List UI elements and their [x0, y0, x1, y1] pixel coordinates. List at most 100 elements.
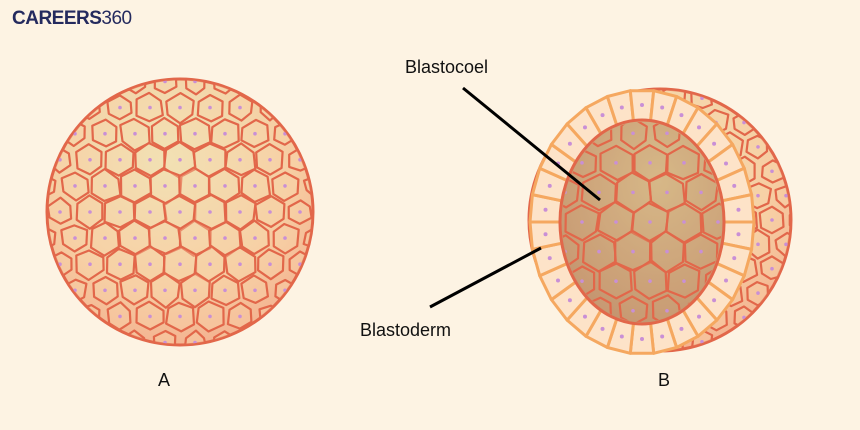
cell-nucleus	[567, 298, 572, 303]
cell	[321, 252, 341, 277]
cell-nucleus	[784, 145, 788, 149]
cell	[48, 96, 72, 122]
cell-nucleus	[597, 190, 601, 195]
cell-nucleus	[716, 220, 720, 224]
cell	[552, 90, 572, 109]
cell-nucleus	[88, 314, 92, 319]
cell	[536, 109, 559, 135]
cell-nucleus	[712, 141, 717, 146]
cell-nucleus	[697, 125, 702, 130]
cell-nucleus	[253, 340, 257, 344]
cell-nucleus	[208, 105, 212, 110]
cell-nucleus	[208, 210, 212, 214]
cell	[774, 280, 790, 306]
cell-nucleus	[770, 315, 774, 320]
cell-nucleus	[686, 364, 690, 368]
cell-nucleus	[602, 72, 606, 76]
cell-nucleus	[103, 288, 107, 293]
cell-nucleus	[178, 105, 182, 110]
cell	[200, 46, 220, 66]
cell	[706, 356, 725, 378]
cell	[320, 202, 341, 222]
cell-nucleus	[208, 262, 212, 267]
cell	[287, 302, 311, 330]
cell-nucleus	[193, 288, 197, 293]
cell-nucleus	[313, 289, 317, 293]
cell-nucleus	[253, 288, 257, 293]
cell-nucleus	[103, 340, 107, 344]
cell-nucleus	[298, 314, 302, 319]
cell-nucleus	[58, 210, 62, 214]
cell-nucleus	[682, 220, 686, 224]
cell-nucleus	[328, 262, 332, 266]
blastocoel-label: Blastocoel	[405, 57, 489, 77]
cell-nucleus	[103, 80, 107, 84]
cell-nucleus	[328, 210, 332, 214]
cell	[622, 62, 640, 84]
cell-nucleus	[560, 340, 564, 344]
cell-nucleus	[665, 249, 669, 254]
cell-nucleus	[178, 54, 182, 58]
cell	[530, 159, 532, 184]
cell-nucleus	[728, 340, 732, 344]
cell-nucleus	[208, 367, 212, 371]
cell-nucleus	[555, 278, 560, 283]
cell-nucleus	[756, 340, 760, 344]
cell	[302, 121, 312, 145]
cell-nucleus	[547, 256, 552, 261]
cell	[319, 150, 339, 172]
cell-nucleus	[614, 220, 618, 224]
cell-nucleus	[223, 288, 227, 293]
cell	[594, 357, 614, 378]
cell	[622, 355, 641, 377]
blastoderm-label: Blastoderm	[360, 320, 452, 340]
panel-b-label: B	[658, 370, 671, 390]
cell-nucleus	[253, 131, 257, 136]
cell-nucleus	[313, 236, 317, 240]
cell-nucleus	[313, 132, 317, 136]
cell	[95, 328, 118, 344]
cell-nucleus	[133, 131, 137, 136]
cell	[19, 202, 41, 225]
cell	[538, 304, 560, 328]
cell-nucleus	[148, 158, 152, 162]
cell-nucleus	[770, 120, 774, 125]
cell-nucleus	[148, 367, 152, 371]
cell-nucleus	[560, 96, 564, 100]
cell-nucleus	[756, 193, 760, 198]
cell-nucleus	[547, 183, 552, 188]
cell-nucleus	[208, 314, 212, 319]
cell-nucleus	[268, 158, 272, 162]
cell	[775, 135, 790, 158]
cell	[20, 148, 40, 173]
cell-nucleus	[28, 158, 32, 162]
cell-nucleus	[812, 194, 816, 198]
cell-nucleus	[614, 161, 618, 165]
cell-nucleus	[148, 262, 152, 267]
cell-nucleus	[223, 236, 227, 240]
cell	[243, 80, 267, 94]
cell-nucleus	[208, 54, 212, 58]
cell-nucleus	[238, 262, 242, 267]
cell-nucleus	[770, 218, 774, 222]
cell-nucleus	[268, 210, 272, 214]
cell-nucleus	[223, 131, 227, 136]
cell	[679, 63, 698, 85]
cell	[650, 65, 670, 86]
cell-nucleus	[283, 236, 287, 240]
cell	[706, 63, 727, 85]
cell-nucleus	[118, 210, 122, 214]
cell-nucleus	[518, 218, 522, 222]
cell-nucleus	[178, 367, 182, 371]
cell-nucleus	[648, 161, 652, 165]
cell-nucleus	[631, 249, 635, 254]
panel-a-label: A	[158, 370, 171, 390]
cell-nucleus	[665, 131, 669, 136]
cell-nucleus	[268, 105, 272, 110]
cell-nucleus	[163, 131, 167, 136]
cell	[19, 252, 41, 276]
cell-nucleus	[238, 158, 242, 162]
cell	[302, 278, 312, 302]
cell-nucleus	[532, 291, 536, 295]
cell	[530, 208, 531, 233]
